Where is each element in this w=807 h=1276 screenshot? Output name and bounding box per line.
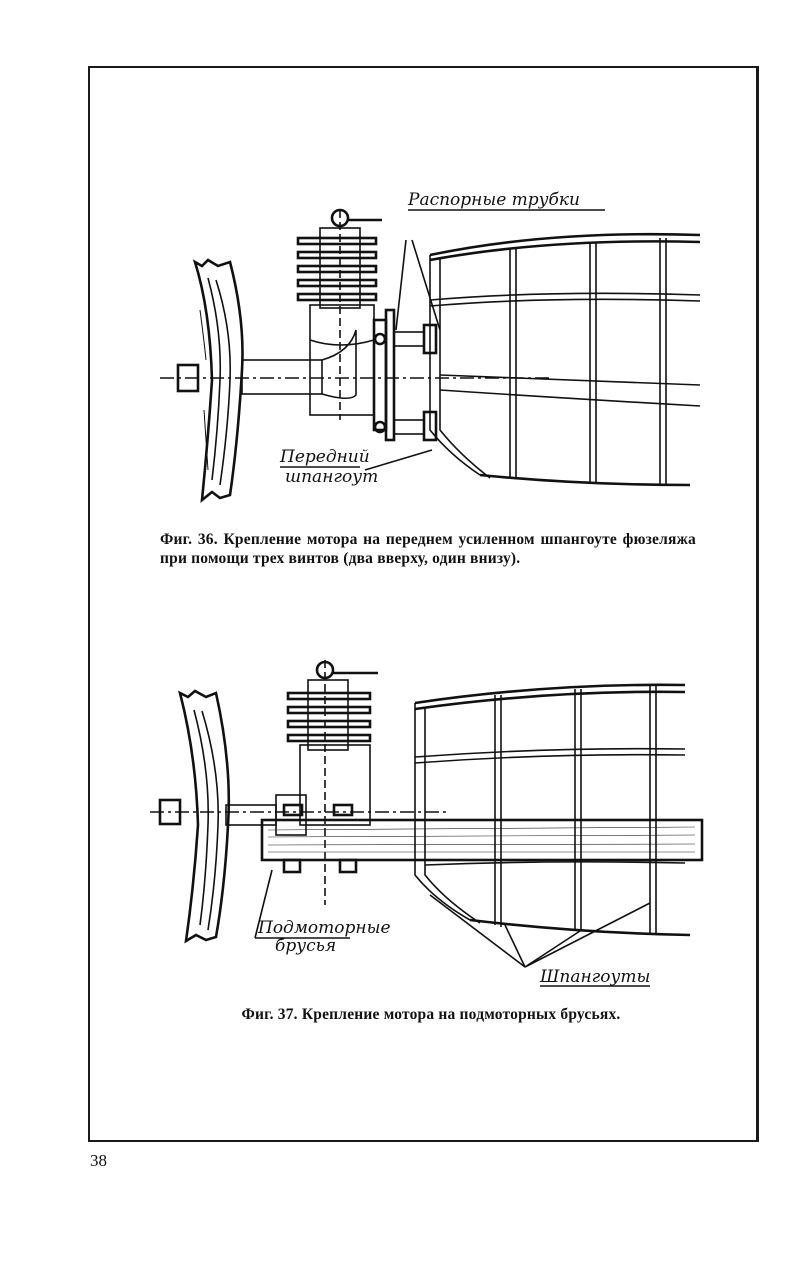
fuselage-fig36: [429, 232, 701, 487]
propeller-fig36: [192, 258, 244, 503]
propeller-fig37: [178, 689, 231, 944]
label-frames: Шпангоуты: [539, 967, 650, 987]
figure-37-svg: Подмоторные брусья Шпангоуты: [150, 660, 704, 987]
label-engine-bearers-line1: Подмоторные: [257, 918, 391, 938]
page-frame: [88, 66, 759, 1142]
label-front-frame-line2: шпангоут: [285, 467, 378, 487]
figure-36-caption: Фиг. 36. Крепление мотора на переднем ус…: [160, 531, 696, 567]
shaft-fig36: [160, 329, 550, 400]
label-front-frame-line1: Передний: [279, 447, 370, 467]
label-spacer-tubes: Распорные трубки: [407, 190, 580, 210]
engine-fig37: [282, 660, 378, 905]
engine-bearers: [260, 818, 704, 874]
figure-37-caption: Фиг. 37. Крепление мотора на подмоторных…: [241, 1006, 621, 1023]
figure-37-drawing: Подмоторные брусья Шпангоуты: [150, 655, 710, 990]
engine-fig36: [296, 208, 382, 420]
figure-36-drawing: Распорные трубки Передний шпангоут: [150, 180, 710, 510]
label-engine-bearers-line2: брусья: [275, 936, 336, 956]
fuselage-fig37: [414, 683, 691, 937]
figure-36-svg: Распорные трубки Передний шпангоут: [160, 190, 701, 503]
page-number: 38: [90, 1151, 107, 1170]
